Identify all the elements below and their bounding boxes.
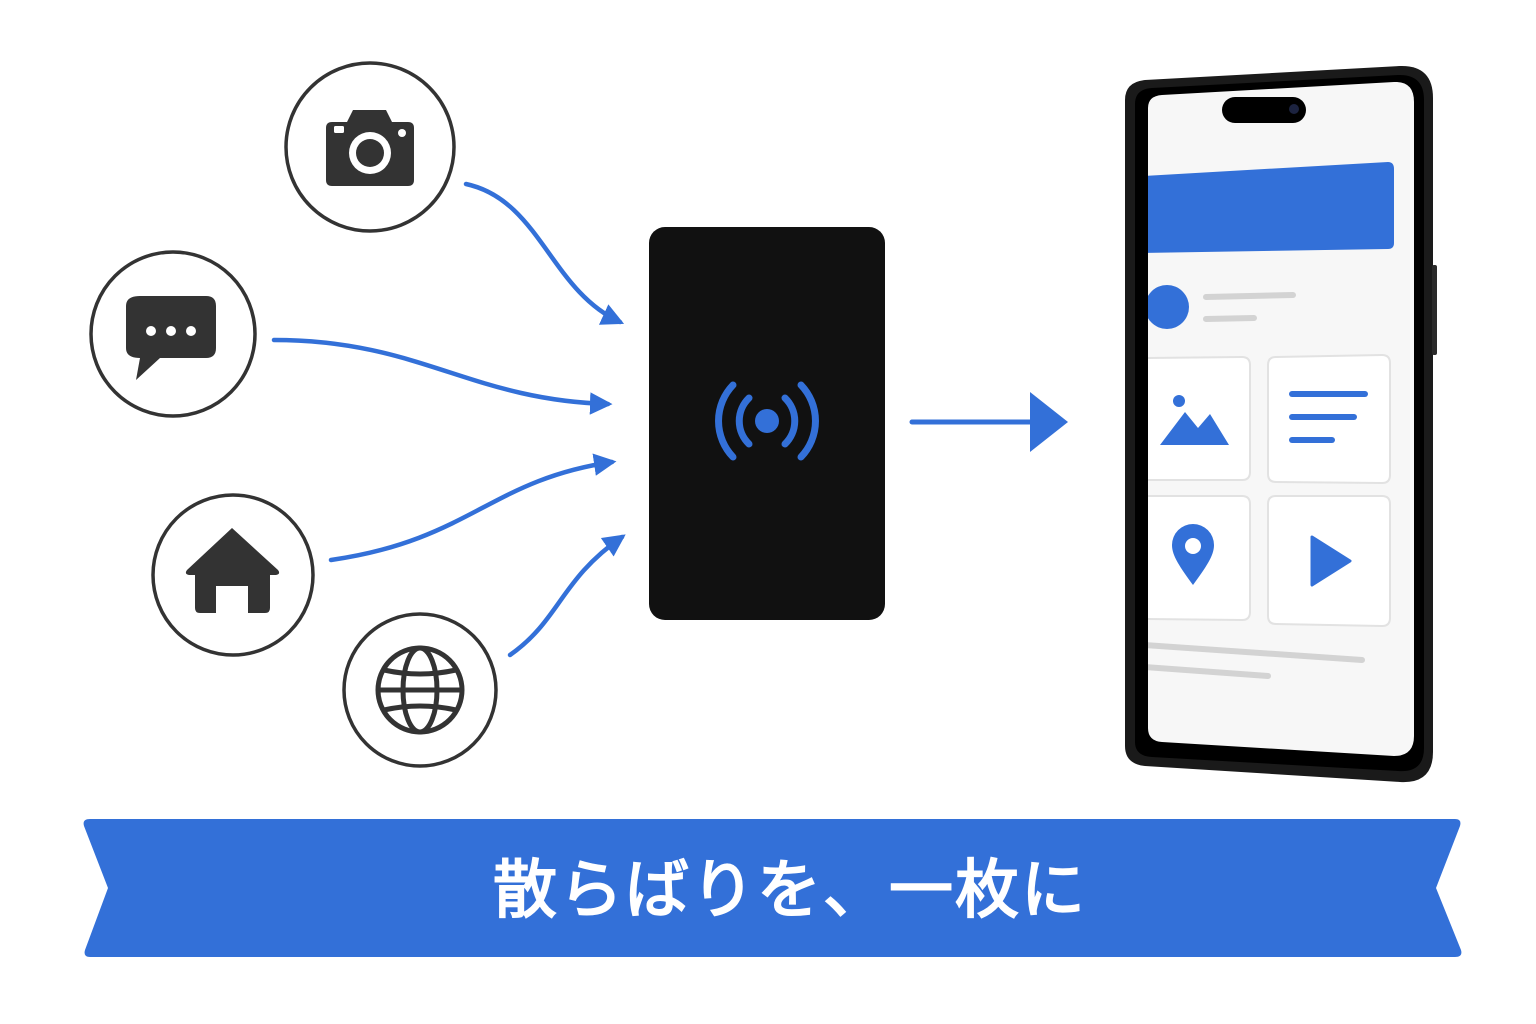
phone-tile-location [1148, 495, 1251, 622]
source-home [151, 493, 315, 657]
phone-tile-text [1267, 353, 1391, 485]
phone-footer-skeleton-1 [1148, 642, 1365, 663]
phone-name-skeleton [1203, 292, 1296, 300]
globe-icon [375, 645, 465, 735]
phone-tile-image [1148, 355, 1251, 481]
camera-icon [326, 110, 414, 186]
arrow-chat-to-card [271, 337, 613, 415]
phone-subtitle-skeleton [1203, 315, 1257, 322]
text-lines-icon [1289, 391, 1368, 443]
play-icon [1310, 535, 1352, 587]
source-globe [342, 612, 498, 768]
nfc-wireless-icon [715, 381, 819, 461]
location-pin-icon [1172, 524, 1214, 585]
arrow-home-to-card [328, 453, 617, 563]
arrow-globe-to-card [507, 534, 626, 658]
banner-ribbon [83, 819, 1462, 957]
phone-header-bar [1148, 162, 1394, 253]
phone-footer-skeleton-2 [1148, 664, 1271, 679]
phone-camera-dot [1289, 104, 1299, 114]
phone-avatar [1148, 285, 1189, 329]
source-chat [89, 250, 257, 418]
phone-dynamic-island [1222, 97, 1306, 123]
nfc-card [649, 227, 885, 620]
output-arrow [909, 392, 1068, 452]
phone-side-button [1432, 265, 1437, 355]
banner-text: 散らばりを、一枚に [493, 854, 1087, 928]
arrow-camera-to-card [463, 181, 625, 325]
phone-tile-play [1267, 495, 1391, 628]
input-arrows [271, 181, 626, 658]
smartphone [1125, 65, 1437, 783]
image-icon [1160, 395, 1229, 445]
banner: 散らばりを、一枚に [83, 819, 1462, 957]
chat-bubble-icon [126, 296, 216, 380]
home-icon [185, 528, 280, 613]
source-camera [284, 61, 456, 233]
